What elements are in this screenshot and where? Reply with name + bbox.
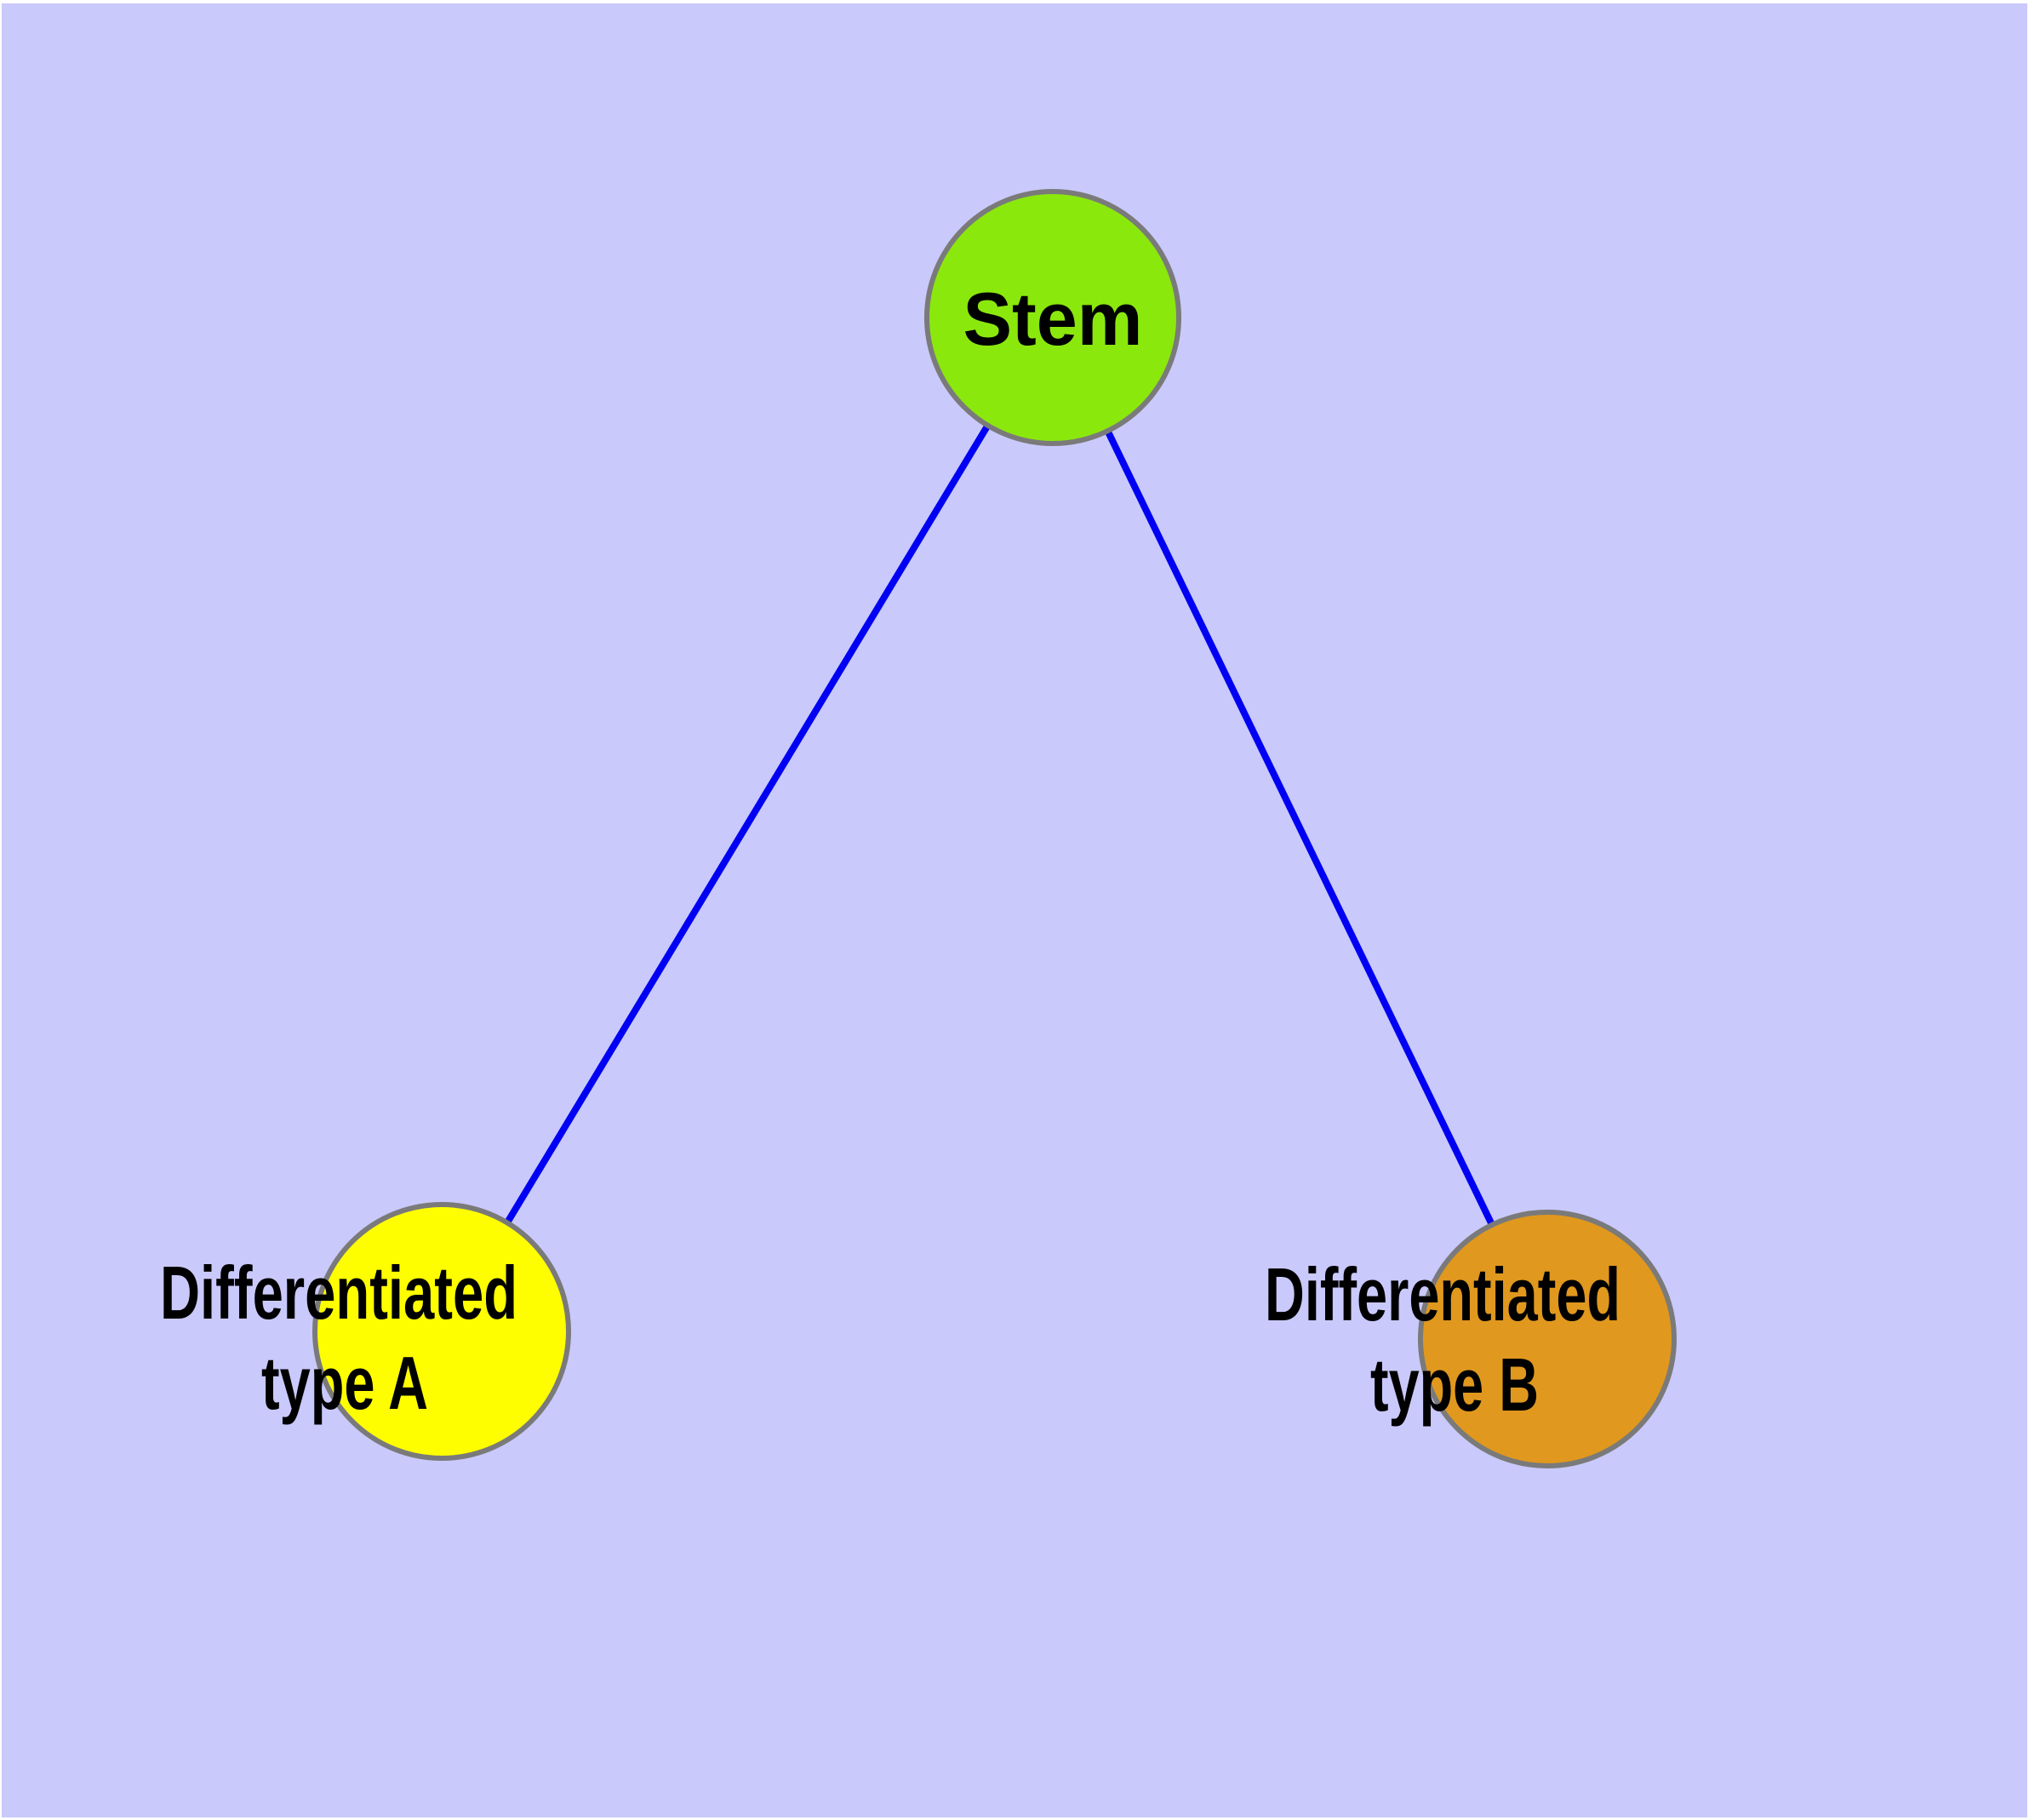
node-label-differentiated-type-a-line2: type A: [261, 1341, 428, 1425]
node-label-differentiated-type-a-line1: Differentiated: [160, 1251, 517, 1335]
edge-stem-to-differentiated-type-b: [1049, 316, 1551, 1341]
node-label-differentiated-type-b-line2: type B: [1370, 1342, 1539, 1427]
node-label-stem-line1: Stem: [963, 277, 1143, 361]
node-differentiated-type-a: [312, 1202, 571, 1461]
node-label-differentiated-type-b-line1: Differentiated: [1265, 1252, 1620, 1336]
node-stem: [924, 189, 1181, 446]
edge-stem-to-differentiated-type-a: [438, 315, 1056, 1334]
node-differentiated-type-b: [1418, 1210, 1677, 1468]
